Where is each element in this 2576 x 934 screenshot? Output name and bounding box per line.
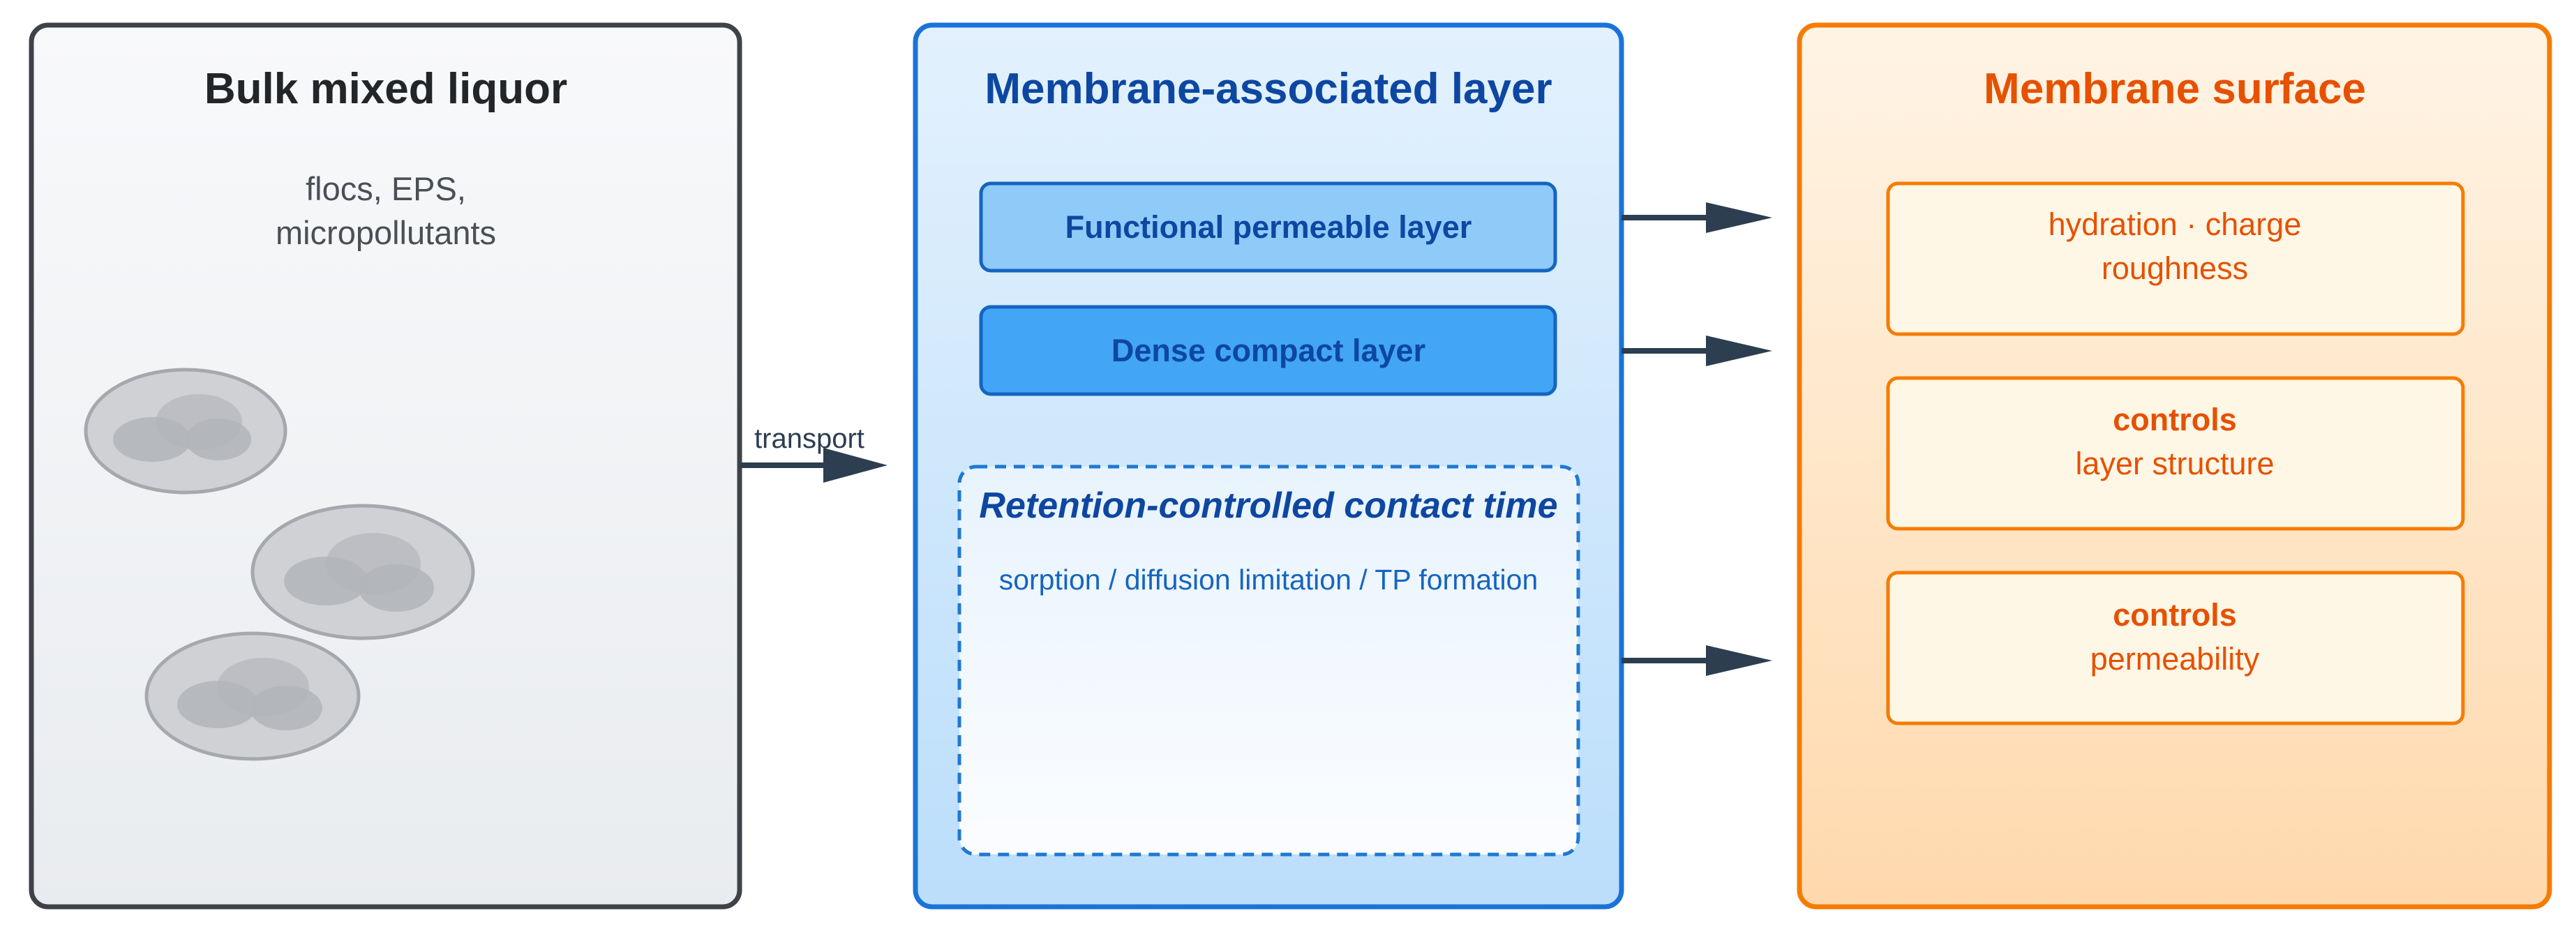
retention-subtitle: sorption / diffusion limitation / TP for… [999,564,1538,596]
floc-icon [250,504,475,640]
retention-title: Retention-controlled contact time [979,485,1557,526]
membrane-layer-panel: Membrane-associated layer Functional per… [913,22,1624,910]
surface-box2-bold: controls [2113,402,2237,437]
floc-icon [84,368,287,495]
surface-box2-text: layer structure [2075,446,2274,481]
surface-property-box-1 [1886,181,2465,336]
functional-layer-box [979,181,1557,273]
retention-zone-box [957,465,1580,857]
dense-layer-box [979,305,1557,396]
membrane-layer-title: Membrane-associated layer [984,65,1552,113]
surface-property-box-2 [1886,376,2465,531]
surface-box1-line2: roughness [2102,250,2248,286]
floc-icon [144,631,361,761]
surface-arrow-2 [1622,336,1772,366]
surface-arrow-3 [1622,645,1772,676]
transport-arrow: transport [740,423,888,483]
transport-label: transport [754,423,864,454]
functional-layer-label: Functional permeable layer [1065,209,1472,245]
dense-layer-label: Dense compact layer [1111,333,1425,368]
bulk-title: Bulk mixed liquor [204,65,567,113]
bulk-subtitle-line2: micropollutants [276,214,496,251]
surface-arrow-1 [1622,202,1772,233]
bulk-subtitle-line1: flocs, EPS, [306,170,466,207]
surface-property-box-3 [1886,571,2465,725]
bulk-panel: Bulk mixed liquor flocs, EPS, micropollu… [29,22,742,910]
membrane-surface-panel: Membrane surface hydration · charge roug… [1797,22,2552,910]
membrane-surface-title: Membrane surface [1984,65,2366,113]
surface-box3-text: permeability [2090,641,2260,677]
surface-box3-bold: controls [2113,597,2237,633]
surface-box1-line1: hydration · charge [2049,206,2302,242]
